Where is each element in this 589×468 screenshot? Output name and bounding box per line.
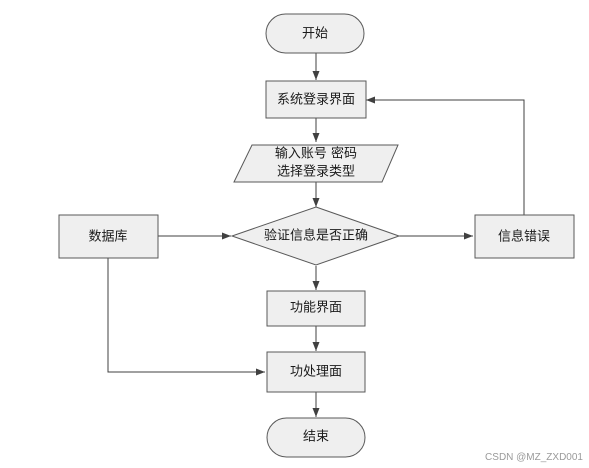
edge-database-process	[107, 258, 265, 376]
node-login-label: 系统登录界面	[277, 93, 355, 108]
node-database-label: 数据库	[88, 229, 127, 245]
node-input: 输入账号 密码 选择登录类型	[233, 144, 399, 183]
node-end: 结束	[266, 417, 366, 458]
node-input-label-line2: 选择登录类型	[277, 165, 355, 180]
node-process: 功处理面	[266, 351, 366, 393]
node-database: 数据库	[58, 214, 159, 259]
node-process-label: 功处理面	[290, 365, 342, 380]
node-error: 信息错误	[474, 214, 575, 259]
watermark: CSDN @MZ_ZXD001	[485, 452, 583, 463]
node-error-label: 信息错误	[498, 229, 550, 245]
node-function: 功能界面	[266, 290, 366, 327]
node-verify: 验证信息是否正确	[230, 206, 401, 266]
node-verify-label: 验证信息是否正确	[264, 228, 368, 244]
edge-error-login	[366, 96, 525, 215]
node-login: 系统登录界面	[265, 80, 367, 119]
node-start: 开始	[265, 13, 365, 54]
node-end-label: 结束	[303, 430, 329, 445]
node-start-label: 开始	[302, 27, 328, 42]
node-function-label: 功能界面	[290, 301, 342, 316]
node-input-label-line1: 输入账号 密码	[275, 146, 357, 162]
